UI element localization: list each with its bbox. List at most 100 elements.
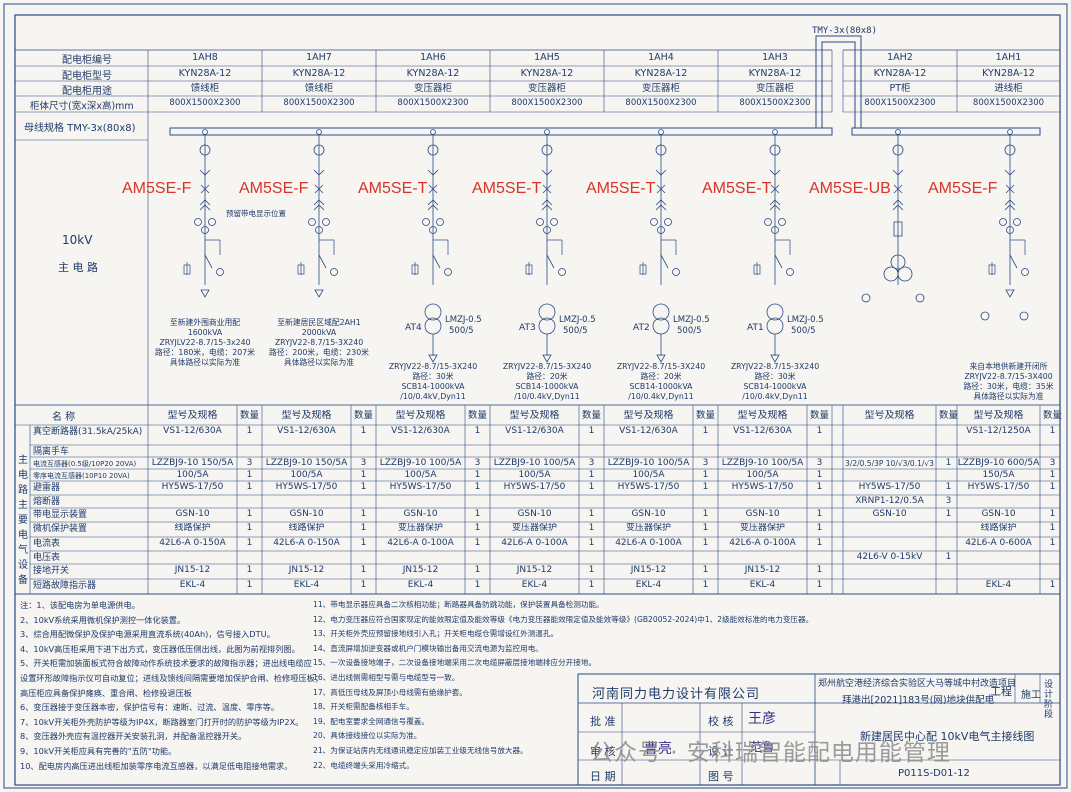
description-line: 具体路径以实际为准 xyxy=(169,358,241,367)
description-line: 路径：30米 xyxy=(754,372,796,381)
model-header: 型号及规格 xyxy=(395,410,446,421)
table-cell: HY5WS-17/50 xyxy=(967,482,1030,492)
description-line: 来自本地供新建开闭所 xyxy=(969,362,1048,371)
note-line: 2、10kV系统采用微机保护测控一体化装置。 xyxy=(20,614,186,625)
cabinet-id-cell: 1AH8 xyxy=(192,52,218,63)
table-cell: 150/5A xyxy=(982,470,1015,480)
ct-ratio: 500/5 xyxy=(449,326,474,336)
table-cell: HY5WS-17/50 xyxy=(389,482,452,492)
table-cell: EKL-4 xyxy=(179,580,206,590)
breaker-cross xyxy=(770,184,780,194)
description-line: 路径：200米，电缆：230米 xyxy=(269,348,369,357)
project-line-2: 拜港出[2021]183号(网)地块供配电 xyxy=(842,695,995,706)
cable-end xyxy=(1005,289,1015,298)
sensor-symbol xyxy=(1004,144,1016,156)
arrester-symbol xyxy=(297,264,305,275)
table-cell: EKL-4 xyxy=(985,580,1012,590)
ct-symbol xyxy=(657,226,665,234)
note-line: 16、进出线侧需相型号需与电缆型号一致。 xyxy=(313,673,460,682)
cable-end xyxy=(314,289,324,298)
chevron-symbol xyxy=(541,169,553,176)
ct-model: LMZJ-0.5 xyxy=(787,315,824,325)
side-title-char: 气 xyxy=(18,545,28,556)
cabinet-model-cell: KYN28A-12 xyxy=(748,68,802,79)
table-cell: 线路保护 xyxy=(288,523,325,533)
table-cell: LZZBJ9-10 100/5A xyxy=(493,458,576,468)
table-row-name: 熔断器 xyxy=(33,497,61,507)
table-qty: 3 xyxy=(816,458,823,468)
table-qty: 1 xyxy=(474,565,481,575)
breaker-cross xyxy=(542,184,552,194)
cabinet-id-cell: 1AH6 xyxy=(420,52,446,63)
table-qty: 1 xyxy=(474,538,481,548)
note-line: 17、高低压母线及屏顶小母线需有绝缘护套。 xyxy=(313,687,467,697)
table-cell: GSN-10 xyxy=(289,509,324,519)
ct-model: LMZJ-0.5 xyxy=(445,315,482,325)
indicator-symbol xyxy=(980,311,990,321)
table-qty: 1 xyxy=(360,580,367,590)
table-cell: JN15-12 xyxy=(288,565,325,575)
description-line: ZRYJV22-8.7/15-3X240 xyxy=(388,362,478,371)
cabinet-model-cell: KYN28A-12 xyxy=(406,68,460,79)
qty-header: 数量 xyxy=(1042,410,1062,421)
ct-symbol xyxy=(550,218,558,226)
qty-header: 数量 xyxy=(938,410,958,421)
cabinet-size-cell: 800X1500X2300 xyxy=(625,98,697,108)
note-line: 12、电力变压器应符合国家现定的能效限定值及能效等级《电力变压器能效限定值及能效… xyxy=(313,614,814,624)
side-title-char: 主 xyxy=(18,455,28,466)
description-line: 至新建居民区域配2AH1 xyxy=(277,318,361,327)
table-row-name: 带电显示装置 xyxy=(33,510,88,520)
table-cell: VS1-12/630A xyxy=(391,426,450,436)
inner-border xyxy=(14,14,1061,786)
table-cell: EKL-4 xyxy=(635,580,662,590)
ct-model: LMZJ-0.5 xyxy=(673,315,710,325)
table-row-name: 避雷器 xyxy=(33,483,61,493)
table-row-name: 电流互感器(0.5级/10P20 20VA) xyxy=(33,460,137,468)
table-name-header: 名 称 xyxy=(52,412,76,423)
table-qty: 1 xyxy=(816,426,823,436)
ct-symbol xyxy=(1006,226,1014,234)
cabinet-model-cell: KYN28A-12 xyxy=(520,68,574,79)
ct-symbol xyxy=(764,218,772,226)
cabinet-size-cell: 800X1500X2300 xyxy=(972,98,1045,108)
table-cell: 变压器保护 xyxy=(511,523,557,533)
date-label: 日 期 xyxy=(590,770,616,783)
note-line: 8、变压器外壳应有温控器开关安装孔洞，并配备温控器开关。 xyxy=(20,731,247,742)
fuse-symbol xyxy=(893,221,903,237)
table-qty: 3 xyxy=(945,496,952,506)
table-cell: GSN-10 xyxy=(175,509,210,519)
table-cell: 42L6-A 0-150A xyxy=(159,538,226,548)
table-qty: 1 xyxy=(702,565,709,575)
description-line: ZRYJLV22-8.7/15-3x240 xyxy=(159,338,251,347)
chevron-symbol xyxy=(1004,169,1016,176)
note-line: 9、10kV开关柜应具有完善的"五防"功能。 xyxy=(20,746,177,756)
arrester-symbol xyxy=(411,264,419,275)
model-header: 型号及规格 xyxy=(623,410,674,421)
cabinet-use-cell: 变压器柜 xyxy=(413,83,452,94)
table-cell: VS1-12/630A xyxy=(163,426,222,436)
cable-end xyxy=(200,289,210,298)
company-name: 河南同力电力设计有限公司 xyxy=(592,687,761,702)
bus-jumper-outer xyxy=(815,35,862,128)
chevron-symbol xyxy=(199,169,211,176)
table-qty: 1 xyxy=(816,509,823,519)
ct-symbol xyxy=(308,218,316,226)
transformer-primary xyxy=(766,303,784,321)
earth-switch xyxy=(204,254,213,269)
table-qty: 1 xyxy=(702,426,709,436)
chevron-symbol xyxy=(541,199,553,206)
table-qty: 1 xyxy=(474,470,481,480)
table-qty: 1 xyxy=(246,426,253,436)
note-line: 高压柜应具备保护瘫痪、重合闸、检修投退压板 xyxy=(20,687,192,698)
description-line: 路径：30米，电缆：35米 xyxy=(963,382,1054,391)
main-busbar xyxy=(169,127,833,136)
row-header-id: 配电柜编号 xyxy=(62,55,112,66)
indicator-symbol xyxy=(444,268,452,276)
table-qty: 1 xyxy=(246,538,253,548)
cabinet-size-cell: 800X1500X2300 xyxy=(864,98,936,108)
ct-symbol xyxy=(429,226,437,234)
table-row-name: 接地开关 xyxy=(33,566,70,576)
row-header-model: 配电柜型号 xyxy=(62,71,112,82)
breaker-cross xyxy=(1005,184,1015,194)
